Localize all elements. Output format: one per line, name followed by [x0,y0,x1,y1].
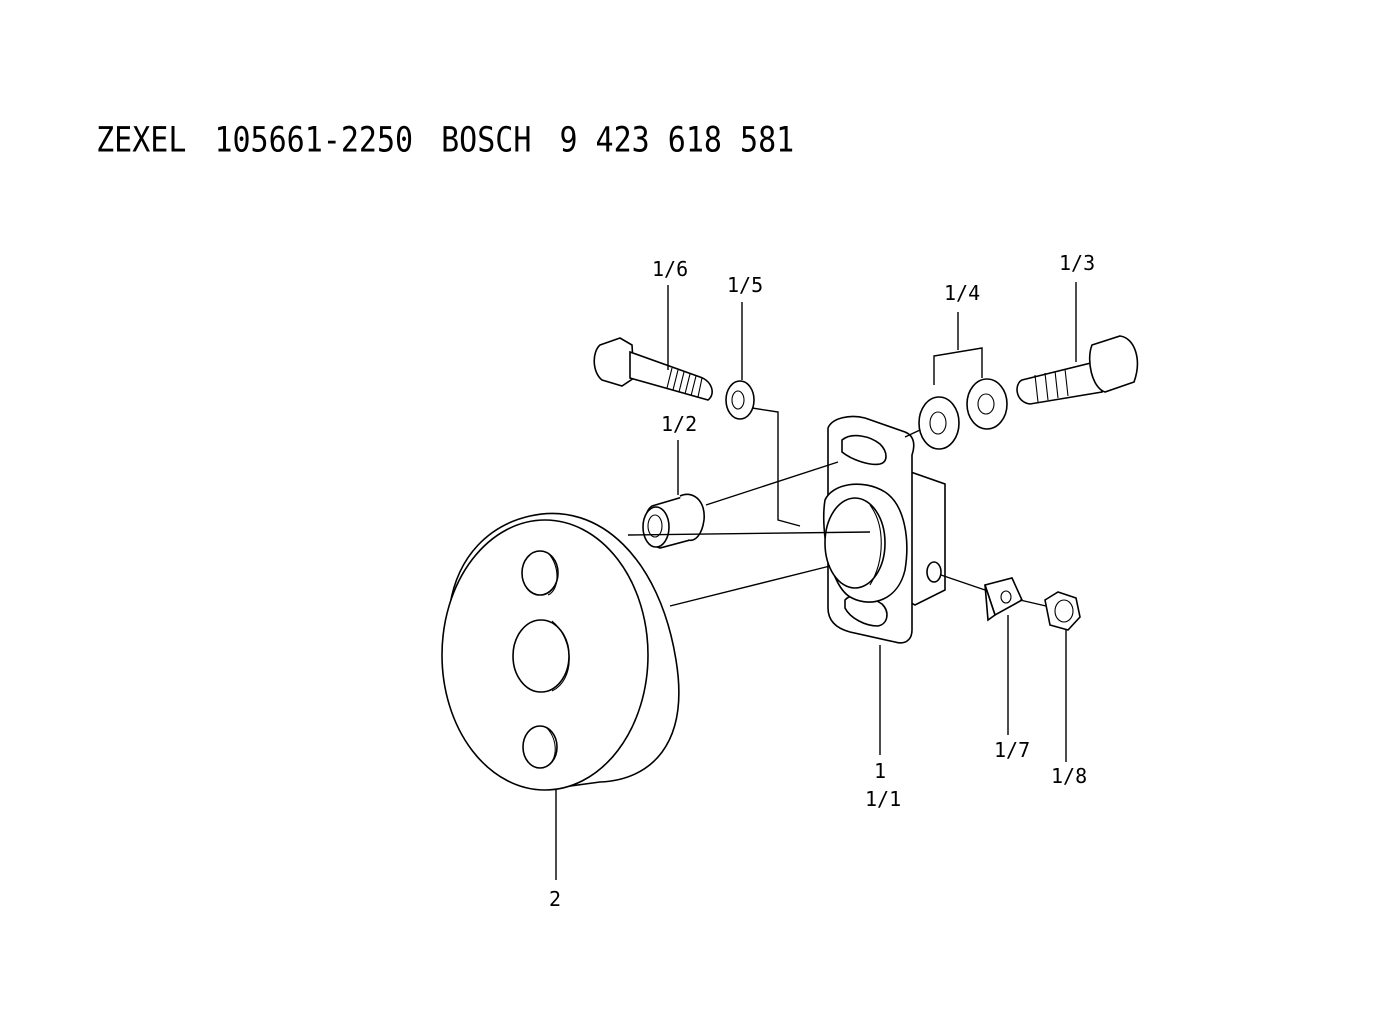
part-1-2-bushing [642,493,705,549]
callout-1-2: 1/2 [661,412,697,436]
drawing-title: ZEXEL 105661-2250 BOSCH 9 423 618 581 [60,80,822,161]
bosch-part-number: 9 423 618 581 [559,120,795,161]
callout-1-8: 1/8 [1051,764,1087,788]
brand-zexel: ZEXEL [96,120,187,161]
callout-1-3: 1/3 [1059,251,1095,275]
leader-lines [555,282,1077,880]
part-1-7-clip [983,577,1024,622]
callout-2: 2 [549,887,561,911]
zexel-part-number: 105661-2250 [214,120,414,161]
part-1-5-lock-washer [725,380,755,420]
callout-1-1: 1/1 [865,787,901,811]
callout-1-7: 1/7 [994,738,1030,762]
part-1-8-nut [1044,591,1081,631]
part-1-3-bolt [1016,335,1139,405]
callout-1: 1 [874,759,886,783]
callout-1-4: 1/4 [944,281,980,305]
callout-1-5: 1/5 [727,273,763,297]
brand-bosch: BOSCH [441,120,532,161]
part-1-4-washers [918,378,1008,450]
part-1-6-bolt [593,337,713,401]
callout-1-6: 1/6 [652,257,688,281]
part-2-disc [441,512,680,791]
assembly-lines [627,407,1047,607]
part-1-1-bracket [822,415,946,644]
